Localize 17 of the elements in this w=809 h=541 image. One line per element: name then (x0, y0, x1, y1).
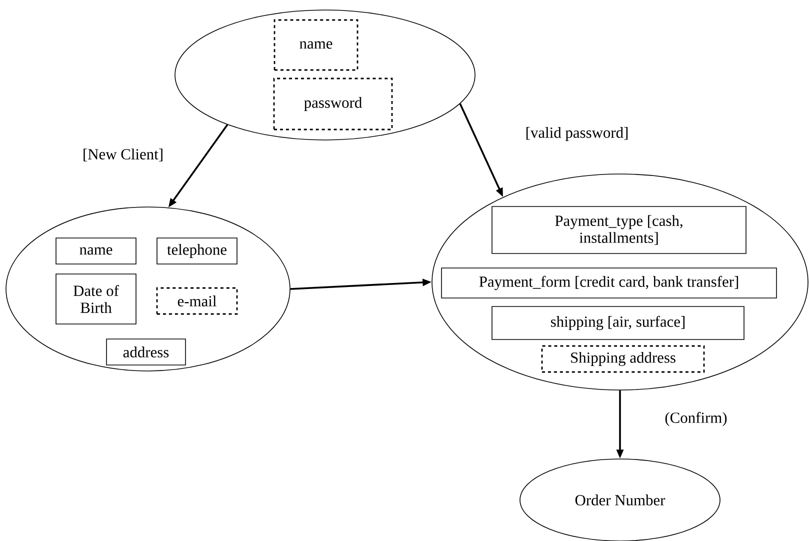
field-box: password (273, 78, 393, 130)
field-box: telephone (156, 238, 238, 264)
edge-label: [New Client] (82, 148, 165, 162)
field-box: address (106, 338, 186, 366)
field-box: Shipping address (541, 345, 705, 373)
field-box: Payment_form [credit card, bank transfer] (441, 268, 777, 298)
state-ellipse (432, 174, 808, 390)
field-box: name (274, 19, 358, 71)
field-box: Payment_type [cash, installments] (492, 206, 746, 254)
edge-label: (Confirm) (664, 410, 728, 428)
field-box: Date of Birth (56, 274, 136, 324)
state-ellipse (6, 206, 290, 372)
state-ellipse (174, 10, 476, 140)
field-box: e-mail (156, 287, 238, 315)
field-box: name (56, 238, 136, 264)
field-box: shipping [air, surface] (492, 306, 744, 340)
edge-label: [valid password] (524, 126, 630, 142)
